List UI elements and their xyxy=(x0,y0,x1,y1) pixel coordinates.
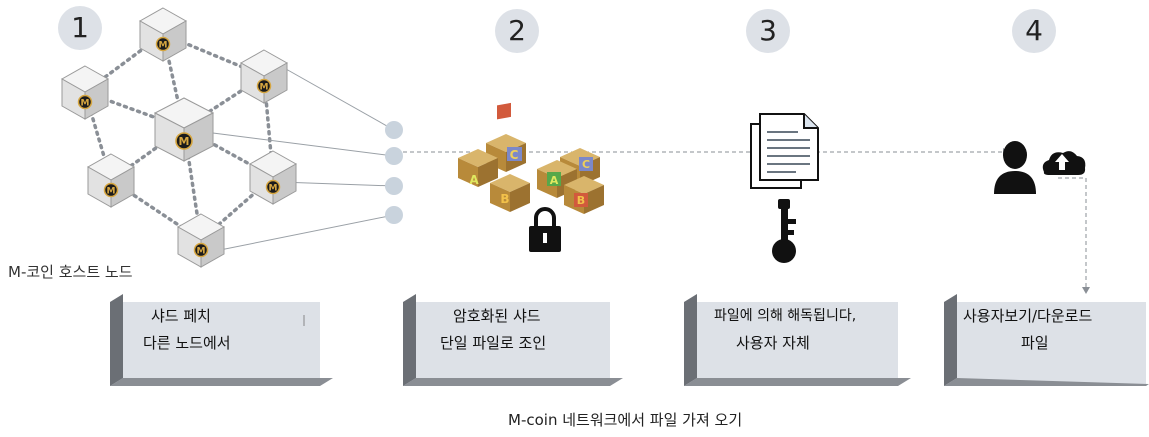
box-2-line2: 단일 파일로 조인 xyxy=(440,334,547,352)
box-4-line1: 사용자보기/다운로드 xyxy=(963,307,1093,325)
box-3-line1: 파일에 의해 해독됩니다, xyxy=(714,308,857,324)
user-icon xyxy=(994,141,1036,194)
svg-text:A: A xyxy=(550,174,559,187)
step-box-3 xyxy=(684,294,911,386)
svg-text:A: A xyxy=(469,173,479,187)
diagram-caption: M-coin 네트워크에서 파일 가져 오기 xyxy=(508,411,743,429)
step-number-3: 3 xyxy=(746,9,790,53)
cloud-upload-icon xyxy=(1042,151,1086,175)
node-cube-icon xyxy=(154,97,214,162)
arrow-head-down xyxy=(1082,287,1090,294)
node-cube-icon xyxy=(61,65,109,120)
document-icon xyxy=(750,113,819,189)
box-2-line1: 암호화된 샤드 xyxy=(453,307,541,325)
svg-text:C: C xyxy=(510,148,519,162)
node-cube-icon xyxy=(240,49,288,104)
key-icon xyxy=(772,199,796,263)
node-to-dot-lines xyxy=(204,59,395,253)
flow-connector xyxy=(403,151,1087,287)
step-number-2: 2 xyxy=(495,9,539,53)
step-box-1 xyxy=(110,294,333,386)
shard-dot xyxy=(385,147,403,165)
hosts-label: M-코인 호스트 노드 xyxy=(8,263,133,281)
encrypted-blocks-icon: A B C A B C xyxy=(458,102,604,357)
shard-dot xyxy=(385,121,403,139)
node-cube-icon xyxy=(139,7,187,62)
box-1-line1: 샤드 페치 xyxy=(151,307,211,325)
shard-dot xyxy=(385,206,403,224)
node-cube-icon xyxy=(249,150,297,205)
node-cube-icon xyxy=(177,213,225,268)
step-number-1: 1 xyxy=(58,6,102,50)
step-box-2 xyxy=(403,294,623,386)
shard-dot xyxy=(385,177,403,195)
lock-icon xyxy=(529,207,561,252)
svg-text:B: B xyxy=(577,194,585,207)
step-number-4: 4 xyxy=(1012,9,1056,53)
svg-text:B: B xyxy=(500,192,509,206)
svg-text:C: C xyxy=(582,158,590,171)
node-cube-icon xyxy=(87,153,135,208)
step-box-4 xyxy=(944,294,1149,386)
box-3-line2: 사용자 자체 xyxy=(736,334,810,352)
box-1-line2: 다른 노드에서 xyxy=(143,334,231,352)
box-4-line2: 파일 xyxy=(1021,334,1049,352)
